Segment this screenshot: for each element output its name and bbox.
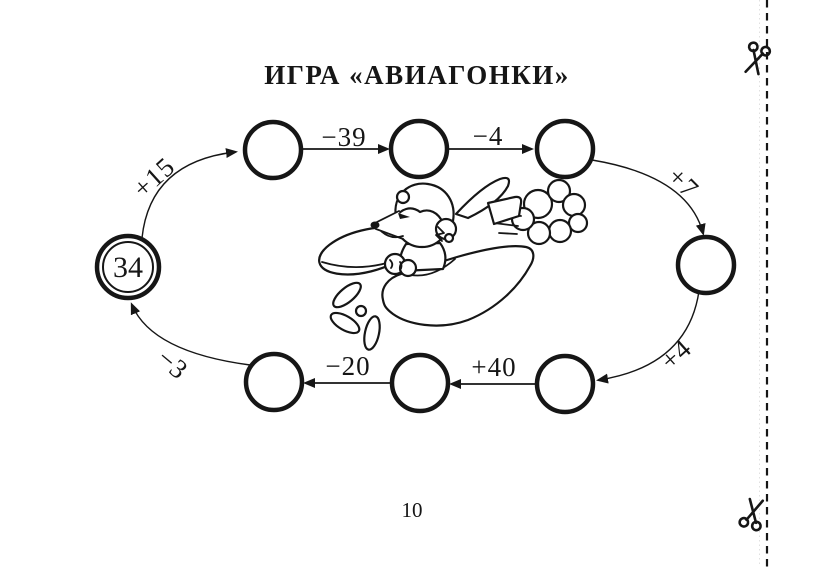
answer-circle-top-3[interactable] [534, 118, 596, 180]
mouth [380, 230, 404, 239]
smoke-cloud-icon [493, 178, 589, 246]
arrow-bottomleft-to-start [130, 302, 251, 366]
cap-curl [395, 189, 411, 205]
cheek-fur [435, 226, 445, 242]
answer-circle-right[interactable] [675, 234, 737, 296]
start-value: 34 [113, 251, 143, 284]
propeller [329, 281, 381, 351]
tail-stabilizer [486, 195, 523, 226]
start-circle: 34 [94, 233, 162, 301]
answer-circle-top-2[interactable] [388, 118, 450, 180]
scissors-icon [738, 497, 765, 532]
page-number: 10 [401, 498, 423, 522]
page-title: ИГРА «АВИАГОНКИ» [264, 60, 570, 90]
cap-strap-loop [443, 232, 455, 244]
fuselage [381, 245, 535, 327]
paw [398, 258, 418, 278]
arrow-top3-to-right [591, 159, 706, 236]
eye [398, 213, 410, 219]
operation-label-minus3: −3 [151, 343, 194, 386]
operation-label-plus15: +15 [127, 151, 181, 204]
answer-circle-top-1[interactable] [242, 119, 304, 181]
operation-label-minus39: −39 [321, 122, 366, 152]
scissors-icon [744, 41, 772, 76]
pilot-dog [370, 182, 458, 278]
operation-label-minus4: −4 [473, 121, 504, 151]
answer-circle-bottom-middle[interactable] [389, 352, 451, 414]
answer-circle-bottom-right[interactable] [534, 353, 596, 415]
arrow-start-to-top1 [141, 148, 238, 239]
pilot-airplane-illustration [318, 176, 589, 351]
operation-label-plus7: +7 [662, 161, 705, 204]
answer-circle-bottom-left[interactable] [243, 351, 305, 413]
operation-label-plus4: +4 [655, 333, 698, 376]
operation-label-minus20: −20 [325, 351, 370, 381]
arrow-right-to-bottomright [596, 290, 700, 384]
operation-label-plus40: +40 [471, 352, 516, 382]
nose [370, 221, 380, 229]
